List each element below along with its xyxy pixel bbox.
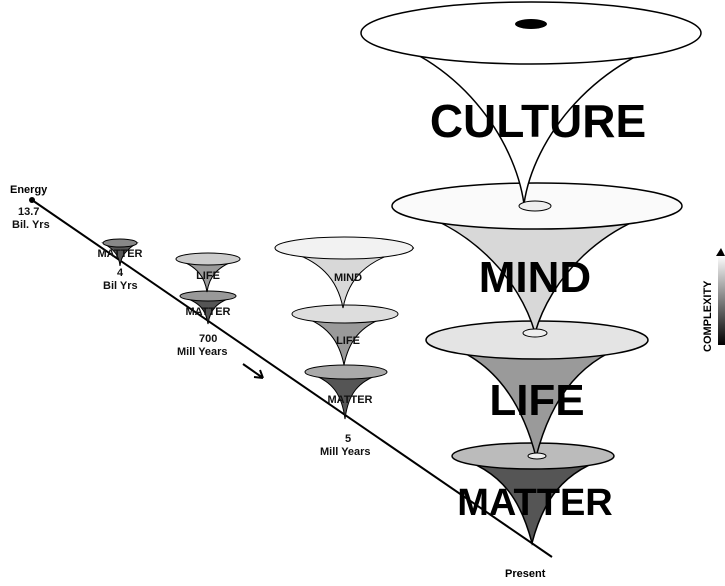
complexity-gradient-bar	[718, 255, 725, 345]
funnel-mind: MIND	[274, 236, 415, 309]
present-label: Present	[505, 568, 546, 580]
svg-text:5: 5	[345, 433, 351, 445]
svg-text:LIFE: LIFE	[336, 335, 360, 347]
svg-text:MATTER: MATTER	[327, 394, 372, 406]
svg-text:13.7: 13.7	[18, 206, 39, 218]
svg-text:MATTER: MATTER	[185, 306, 230, 318]
svg-text:4: 4	[117, 267, 124, 279]
complexity-scale: COMPLEXITY	[702, 248, 725, 352]
culture-top-dot	[515, 19, 547, 29]
funnel-life: LIFE	[425, 320, 649, 460]
svg-text:Bil. Yrs: Bil. Yrs	[12, 219, 50, 231]
direction-arrow-icon	[242, 363, 264, 379]
svg-text:MATTER: MATTER	[97, 248, 142, 260]
complexity-arrow-icon	[716, 248, 725, 256]
time-marker: 5 Mill Years	[320, 433, 371, 458]
svg-text:CULTURE: CULTURE	[430, 95, 646, 147]
time-marker: 13.7 Bil. Yrs	[12, 206, 50, 231]
svg-text:MIND: MIND	[334, 272, 362, 284]
svg-text:LIFE: LIFE	[196, 270, 220, 282]
energy-label: Energy	[10, 184, 48, 196]
funnel-matter: MATTER	[97, 238, 143, 267]
svg-text:MIND: MIND	[479, 253, 591, 302]
timeline-start-dot	[29, 197, 35, 203]
funnel-culture: CULTURE	[360, 1, 702, 212]
complexity-label: COMPLEXITY	[702, 280, 714, 352]
time-marker: 700 Mill Years	[177, 333, 228, 358]
svg-text:LIFE: LIFE	[489, 376, 584, 425]
svg-text:Mill Years: Mill Years	[177, 346, 228, 358]
svg-text:Mill Years: Mill Years	[320, 446, 371, 458]
svg-text:700: 700	[199, 333, 217, 345]
funnel-matter: MATTER	[179, 290, 237, 325]
funnel-life: LIFE	[175, 252, 241, 293]
time-marker: 4 Bil Yrs	[103, 267, 138, 292]
svg-text:Bil Yrs: Bil Yrs	[103, 280, 138, 292]
funnel-life: LIFE	[291, 304, 399, 366]
funnel-matter: MATTER	[304, 364, 388, 420]
svg-text:MATTER: MATTER	[457, 482, 613, 524]
